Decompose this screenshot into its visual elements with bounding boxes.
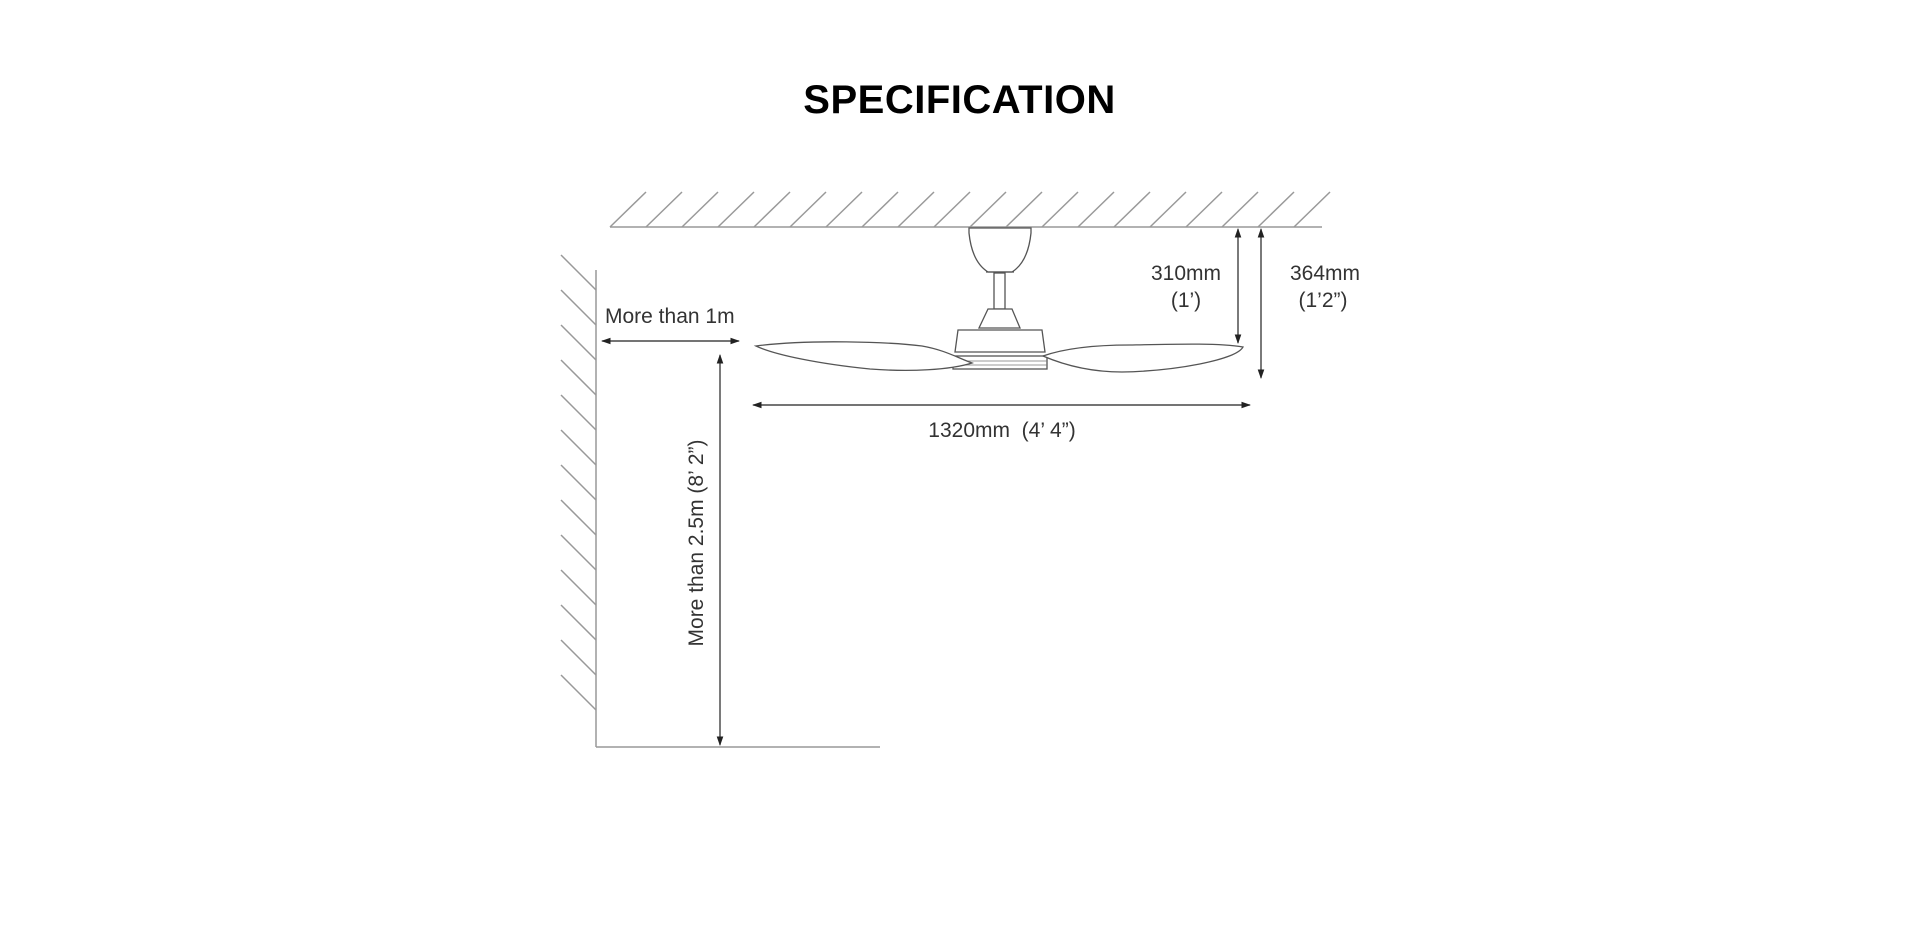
ceiling-hatch-line [609,191,647,228]
dimension-ceiling-to-bottom: 364mm (1’2”) [1257,228,1360,379]
ceiling-hatch-line [1293,191,1331,228]
fan-blade-right [1041,343,1245,373]
fan-blade-left [753,341,975,371]
ceiling-hatch-line [933,191,971,228]
ceiling-hatch-line [1149,191,1187,228]
fan-motor-housing [977,308,1021,329]
floor-height-label: More than 2.5m (8’ 2”) [685,440,708,647]
ceiling-hatch-line [897,191,935,228]
ceiling-hatch-line [825,191,863,228]
page-title: SPECIFICATION [803,78,1116,122]
fan-canopy [968,227,1032,273]
dimension-ceiling-to-blade: 310mm (1’) [1151,228,1242,344]
ceiling-hatch-line [789,191,827,228]
ceiling-hatch [609,191,1331,228]
dimension-blade-span: 1320mm (4’ 4”) [752,401,1251,442]
ceiling-hatch-line [1041,191,1079,228]
ceiling-hatch-line [1113,191,1151,228]
ceiling-hatch-line [1185,191,1223,228]
wall-hatch-line [560,254,597,291]
fan-downrod [993,272,1006,310]
ceiling-hatch-line [1005,191,1043,228]
ceiling [609,191,1331,228]
ceiling-hatch-line [681,191,719,228]
ceiling-hatch-line [1221,191,1259,228]
wall-hatch-line [560,499,597,536]
wall-hatch-line [560,674,597,711]
wall-hatch-line [560,464,597,501]
ceiling-hatch-line [717,191,755,228]
ceiling-hatch-line [645,191,683,228]
wall-clearance-label: More than 1m [605,305,735,328]
wall-hatch [560,254,597,711]
wall-hatch-line [560,604,597,641]
wall-hatch-line [560,429,597,466]
dimension-floor-height: More than 2.5m (8’ 2”) [685,354,724,746]
wall-hatch-line [560,359,597,396]
wall-hatch-line [560,324,597,361]
wall-hatch-line [560,534,597,571]
wall-hatch-line [560,569,597,606]
wall [560,254,597,747]
wall-hatch-line [560,394,597,431]
wall-hatch-line [560,639,597,676]
wall-hatch-line [560,289,597,326]
ceiling-to-bottom-mm-label: 364mm [1290,262,1360,285]
ceiling-to-blade-mm-label: 310mm [1151,262,1221,285]
ceiling-hatch-line [1077,191,1115,228]
ceiling-to-bottom-ft-label: (1’2”) [1298,289,1347,312]
ceiling-hatch-line [969,191,1007,228]
blade-span-label: 1320mm (4’ 4”) [928,419,1075,442]
ceiling-hatch-line [1257,191,1295,228]
ceiling-hatch-line [861,191,899,228]
ceiling-fan [753,227,1245,373]
ceiling-to-blade-ft-label: (1’) [1171,289,1201,312]
ceiling-hatch-line [753,191,791,228]
dimension-wall-clearance: More than 1m [601,305,740,345]
